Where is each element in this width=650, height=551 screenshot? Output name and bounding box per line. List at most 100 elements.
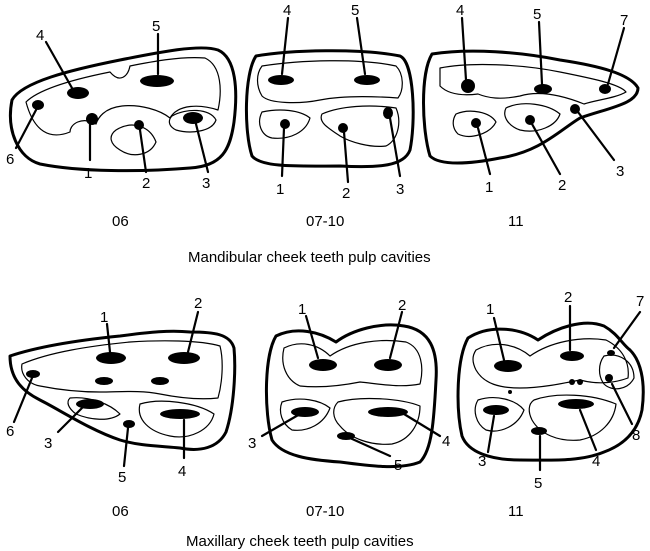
inner-dentine-line (138, 400, 215, 438)
cavity-number-label: 2 (398, 297, 406, 314)
leader-line (537, 20, 544, 86)
pulp-horn (134, 120, 144, 130)
pulp-horn (368, 407, 408, 417)
pulp-horn (140, 75, 174, 87)
cavity-number-label: 5 (534, 475, 542, 492)
pulp-horn (86, 113, 98, 125)
maxillary-tooth-06: 1 2 6 3 5 4 (6, 295, 237, 486)
pulp-horn (461, 79, 475, 93)
cavity-number-label: 1 (100, 309, 108, 326)
inner-dentine-line (25, 57, 221, 136)
inner-dentine-line (598, 354, 635, 390)
cavity-number-label: 6 (6, 151, 14, 168)
tooth-outline (456, 321, 645, 462)
pulp-horn (534, 84, 552, 94)
pulp-horn (268, 75, 294, 85)
inner-dentine-line (110, 124, 157, 156)
cavity-number-label: 3 (248, 435, 256, 452)
pulp-horn (599, 84, 611, 94)
tooth-label: 11 (508, 503, 524, 520)
cavity-number-label: 4 (442, 433, 450, 450)
leader-line (578, 408, 598, 452)
leader-line (388, 310, 404, 360)
cavity-number-label: 4 (592, 453, 600, 470)
mandibular-tooth-07-10: 4 5 1 2 3 (244, 2, 415, 202)
inner-dentine-line (333, 397, 421, 445)
cavity-number-label: 1 (486, 301, 494, 318)
leader-line (486, 414, 496, 454)
pulp-horn (67, 87, 89, 99)
cavity-number-label: 5 (351, 2, 359, 19)
pulp-horn (168, 352, 200, 364)
pulp-horn (605, 374, 613, 382)
pulp-horn (508, 390, 512, 394)
pulp-horn (309, 359, 337, 371)
leader-line (530, 122, 562, 176)
cavity-number-label: 2 (342, 185, 350, 202)
cavity-number-label: 2 (564, 289, 572, 306)
tooth-label: 07-10 (306, 503, 344, 520)
cavity-number-label: 6 (6, 423, 14, 440)
leader-line (186, 310, 200, 354)
leader-line (105, 322, 112, 354)
cavity-number-label: 3 (396, 181, 404, 198)
pulp-horn (374, 359, 402, 371)
pulp-horn (558, 399, 594, 409)
cavity-number-label: 8 (632, 427, 640, 444)
leader-line (12, 376, 34, 424)
cavity-number-label: 5 (394, 457, 402, 474)
maxillary-caption: Maxillary cheek teeth pulp cavities (186, 533, 414, 550)
pulp-horn (95, 377, 113, 385)
mandibular-caption: Mandibular cheek teeth pulp cavities (188, 249, 431, 266)
maxillary-tooth-11: 1 2 7 8 3 5 4 (456, 289, 645, 492)
leader-line (612, 310, 642, 350)
inner-dentine-line (504, 103, 561, 132)
leader-line (280, 126, 286, 178)
pulp-horn (151, 377, 169, 385)
leader-line (388, 116, 402, 178)
pulp-horn (607, 350, 615, 356)
tooth-outline (264, 323, 438, 469)
pulp-horn (471, 118, 481, 128)
leader-line (492, 316, 506, 362)
tooth-label: 11 (508, 213, 524, 230)
tooth-label: 06 (112, 503, 129, 520)
leader-line (260, 412, 302, 438)
tooth-label: 07-10 (306, 213, 344, 230)
pulp-horn (160, 409, 200, 419)
inner-dentine-line (259, 109, 311, 139)
inner-dentine-line (528, 394, 617, 441)
leader-line (14, 108, 38, 150)
leader-line (342, 130, 350, 184)
leader-line (122, 426, 130, 468)
cavity-number-label: 5 (533, 6, 541, 23)
pulp-horn (338, 123, 348, 133)
pulp-horn (354, 75, 380, 85)
cavity-number-label: 5 (118, 469, 126, 486)
cavity-number-label: 5 (152, 18, 160, 35)
pulp-horn (383, 107, 393, 119)
leader-line (355, 16, 367, 76)
cavity-number-label: 3 (478, 453, 486, 470)
leader-line (576, 110, 616, 162)
inner-dentine-line (168, 109, 217, 133)
pulp-horn (531, 427, 547, 435)
leader-line (402, 412, 442, 438)
cavity-number-label: 4 (36, 27, 44, 44)
cavity-number-label: 3 (616, 163, 624, 180)
cavity-number-label: 1 (84, 165, 92, 182)
inner-dentine-line (279, 398, 331, 431)
leader-line (304, 314, 320, 360)
cavity-number-label: 4 (283, 2, 291, 19)
inner-dentine-line (320, 105, 400, 147)
inner-dentine-line (474, 397, 525, 432)
leader-line (606, 26, 626, 86)
pulp-horn (32, 100, 44, 110)
cavity-number-label: 7 (620, 12, 628, 29)
inner-dentine-line (472, 338, 629, 389)
pulp-horn (494, 360, 522, 372)
pulp-horn (76, 399, 104, 409)
tooth-outline (8, 46, 238, 173)
pulp-horn (525, 115, 535, 125)
